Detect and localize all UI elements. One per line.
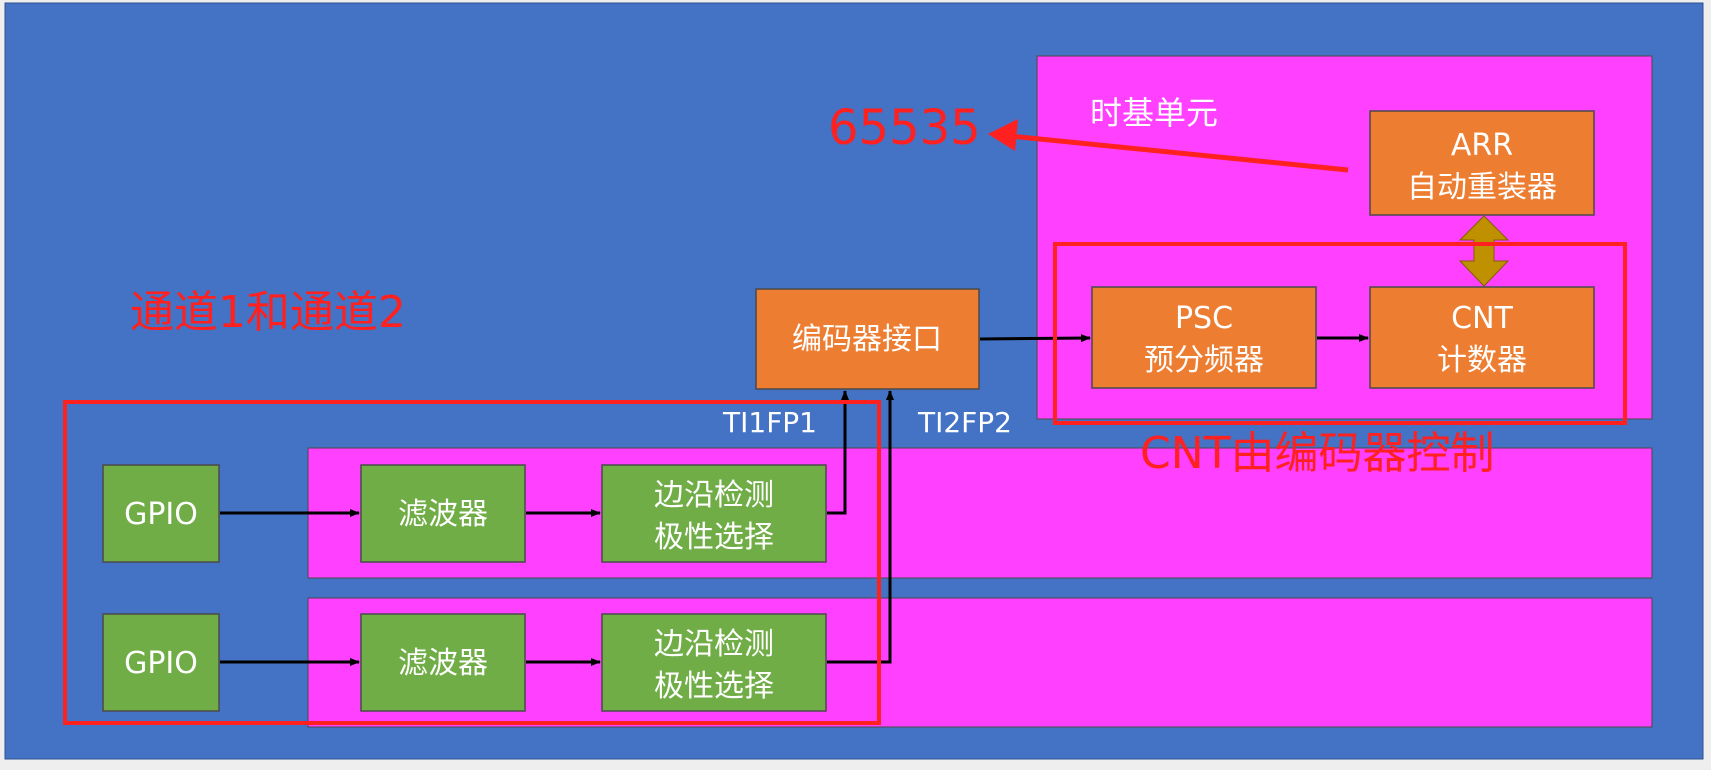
arr-block: ARR 自动重装器 [1369, 110, 1595, 216]
channel-1: GPIO 滤波器 边沿检测 极性选择 [102, 464, 827, 563]
channels-highlight-box [63, 400, 881, 725]
arr-label: ARR [1451, 128, 1513, 163]
polarity-select-1-label: 极性选择 [654, 520, 774, 555]
psc-sublabel: 预分频器 [1144, 343, 1264, 378]
arr-to-65535-arrowhead [988, 119, 1018, 151]
cnt-encoder-annotation: CNT由编码器控制 [1140, 428, 1495, 479]
ti1fp1-signal-line [827, 390, 849, 515]
filter-1-label: 滤波器 [398, 497, 488, 532]
polarity-select-2-label: 极性选择 [654, 669, 774, 704]
filter-1-block [360, 464, 526, 563]
value-65535-annotation: 65535 [828, 100, 981, 156]
encoder-interface-label: 编码器接口 [792, 322, 942, 357]
time-base-label: 时基单元 [1090, 94, 1218, 132]
psc-cnt-highlight-box [1053, 242, 1627, 425]
cnt-block: CNT 计数器 [1369, 286, 1595, 389]
encoder-interface-block: 编码器接口 [755, 288, 980, 390]
gpio-1-label: GPIO [124, 497, 198, 532]
channel-2: GPIO 滤波器 边沿检测 极性选择 [102, 613, 827, 712]
cnt-sublabel: 计数器 [1437, 343, 1527, 378]
ti1fp1-label: TI1FP1 [722, 406, 817, 439]
edge-detect-2-block [601, 613, 827, 712]
channels-annotation: 通道1和通道2 [130, 287, 406, 338]
gpio-1-block [102, 464, 220, 563]
ti2fp2-label: TI2FP2 [917, 406, 1012, 439]
arr-sublabel: 自动重装器 [1407, 170, 1557, 205]
ti2fp2-signal-line [827, 390, 894, 664]
filter-2-label: 滤波器 [398, 646, 488, 681]
gpio-2-block [102, 613, 220, 712]
arr-cnt-double-arrow [1458, 215, 1510, 287]
edge-detect-1-label: 边沿检测 [654, 478, 774, 513]
cnt-label: CNT [1451, 301, 1513, 336]
edge-detect-1-block [601, 464, 827, 563]
psc-block: PSC 预分频器 [1091, 286, 1317, 389]
encoder-to-psc-arrow [979, 334, 1091, 343]
arr-to-65535-arrow-line [1009, 133, 1349, 173]
psc-label: PSC [1175, 301, 1233, 336]
filter-2-block [360, 613, 526, 712]
gpio-2-label: GPIO [124, 646, 198, 681]
edge-detect-2-label: 边沿检测 [654, 627, 774, 662]
